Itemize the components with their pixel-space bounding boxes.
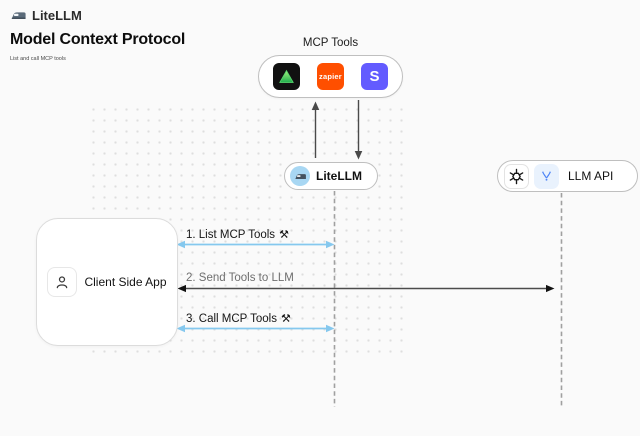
brand: LiteLLM — [10, 7, 82, 24]
page-subtitle: List and call MCP tools — [10, 56, 66, 62]
step-3-label: 3. Call MCP Tools ⚒ — [186, 312, 291, 325]
ai-provider-icon — [534, 163, 559, 189]
page-title: Model Context Protocol — [10, 31, 186, 48]
mcp-tools-label: MCP Tools — [302, 37, 359, 49]
hammer-wrench-icon: ⚒ — [279, 228, 289, 241]
step-2-label: 2. Send Tools to LLM — [186, 272, 294, 284]
litellm-train-icon — [290, 166, 310, 186]
llm-api-node: LLM API — [497, 160, 638, 192]
hammer-wrench-icon: ⚒ — [280, 312, 291, 325]
triangle-tool-icon — [273, 63, 300, 90]
llm-api-node-label: LLM API — [568, 169, 614, 183]
litellm-logo-icon — [11, 12, 26, 19]
litellm-node-label: LiteLLM — [316, 169, 362, 183]
step2-arrow — [177, 284, 555, 293]
mcp-up-arrow — [311, 101, 320, 158]
openai-knot-icon — [504, 163, 529, 189]
step3-arrow — [176, 324, 335, 333]
client-side-app-node: Client Side App — [36, 218, 178, 346]
person-icon — [47, 267, 78, 297]
stripe-label: S — [369, 68, 380, 85]
brand-label: LiteLLM — [32, 8, 82, 23]
client-node-label: Client Side App — [84, 275, 167, 289]
zapier-label: zapier — [319, 72, 342, 81]
stripe-icon: S — [361, 63, 388, 90]
litellm-node: LiteLLM — [284, 162, 378, 190]
step1-arrow — [176, 240, 335, 249]
step-1-label: 1. List MCP Tools ⚒ — [186, 228, 289, 241]
mcp-tools-node: zapier S — [258, 55, 403, 98]
mcp-down-arrow — [354, 100, 363, 160]
zapier-icon: zapier — [317, 63, 344, 90]
